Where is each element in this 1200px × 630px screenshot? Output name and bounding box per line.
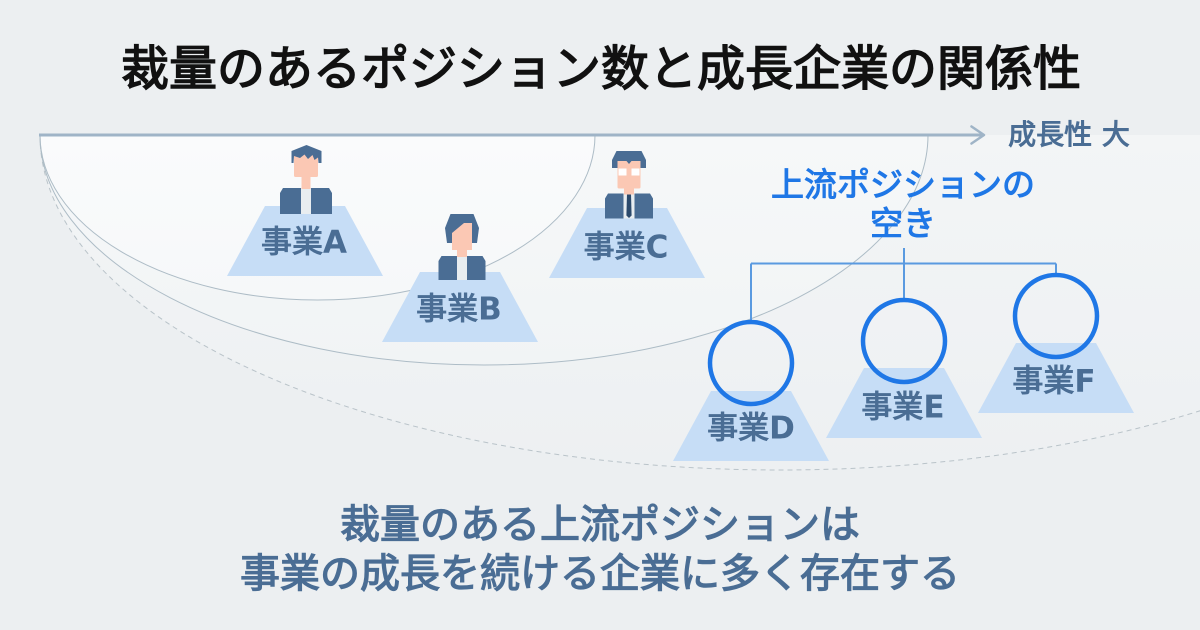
desk-d <box>673 391 829 461</box>
person-icon <box>280 145 332 214</box>
glasses-icon-left-lens <box>618 168 627 176</box>
conclusion-line-1: 裁量のある上流ポジションは <box>340 502 860 548</box>
page-title: 裁量のあるポジション数と成長企業の関係性 <box>120 41 1082 98</box>
person-shirt <box>457 256 467 280</box>
desk-c <box>549 208 705 278</box>
vacancy-callout-line-1: 上流ポジションの <box>771 165 1035 205</box>
person-icon <box>438 214 486 280</box>
growth-axis-label: 成長性 大 <box>1008 118 1130 152</box>
arrow-right-icon <box>39 125 986 145</box>
growth-arc-outer <box>39 134 1200 471</box>
growth-arc-middle <box>39 134 929 366</box>
tie-icon <box>626 193 632 218</box>
person-hair <box>291 145 322 163</box>
person-neck <box>624 186 634 195</box>
business-desks <box>227 206 1134 461</box>
empty-circle-icon <box>1012 272 1100 360</box>
empty-circle-icon <box>707 319 795 407</box>
business-label-c: 事業C <box>583 229 669 266</box>
person-neck <box>301 175 311 189</box>
growth-arc-inner <box>39 134 596 301</box>
desk-f <box>978 343 1134 413</box>
business-label-e: 事業E <box>861 389 945 426</box>
business-label-d: 事業D <box>707 410 795 447</box>
person-neck <box>457 247 467 257</box>
business-label-b: 事業B <box>416 291 502 328</box>
desk-a <box>227 206 383 276</box>
arrow-head-icon <box>970 125 986 145</box>
person-face <box>617 158 641 189</box>
business-label-a: 事業A <box>261 224 347 261</box>
person-face <box>452 223 472 250</box>
vacancy-connector <box>750 248 1057 320</box>
desk-b <box>382 272 538 342</box>
person-shirt <box>301 188 311 214</box>
empty-circle-icon <box>860 297 948 385</box>
person-hair <box>612 151 646 168</box>
person-face <box>294 154 318 177</box>
conclusion-line-2: 事業の成長を続ける企業に多く存在する <box>240 551 960 597</box>
vacancy-callout-line-2: 空き <box>870 204 936 244</box>
person-with-glasses-icon <box>605 151 653 219</box>
desk-e <box>826 368 982 438</box>
glasses-icon-right-lens <box>631 168 640 176</box>
business-label-f: 事業F <box>1012 363 1096 400</box>
